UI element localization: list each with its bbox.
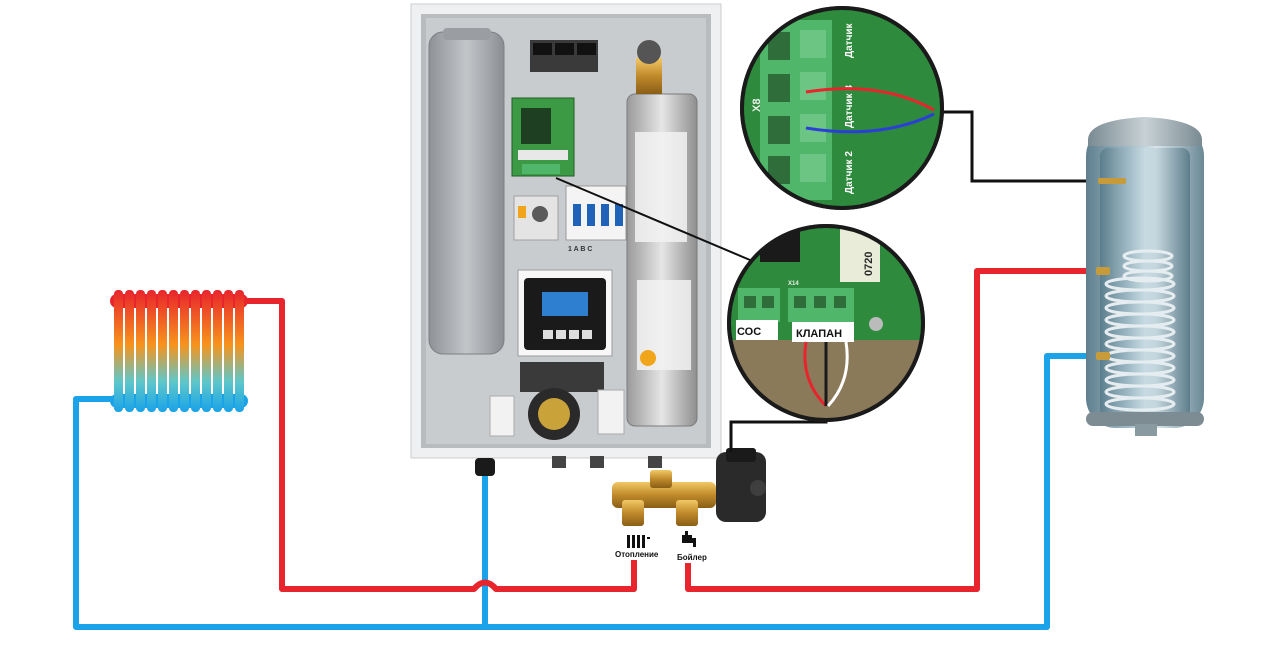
heating-outlet-label: Отопление xyxy=(615,550,659,559)
radiator-icon xyxy=(627,535,650,548)
upper-heat-coil xyxy=(1122,249,1174,283)
boiler-outlet-fitting xyxy=(475,458,495,476)
circulation-pump xyxy=(489,362,625,440)
boiler-outlet-label-group: Бойлер xyxy=(677,531,707,562)
valve-tag-label: КЛАПАН xyxy=(796,328,842,340)
sensor-2-label: Датчик 2 xyxy=(844,151,855,194)
hot-supply-pipe-boiler xyxy=(685,268,1097,592)
control-board xyxy=(511,97,575,177)
lower-heat-coil xyxy=(1104,276,1176,412)
relay-block xyxy=(530,40,598,72)
valve-actuator xyxy=(716,448,766,522)
pump-tag-label: СОС xyxy=(737,326,761,338)
boiler-outlet-label: Бойлер xyxy=(677,553,707,562)
board-code-label: 0720 xyxy=(863,252,875,276)
valve-terminal-zoom: 0720 X14 СОС КЛАПАН xyxy=(727,224,925,422)
heating-element xyxy=(626,40,698,427)
hot-supply-pipe-heating xyxy=(246,298,637,592)
storage-water-heater xyxy=(1086,117,1204,436)
breaker-labels: 1 A B C xyxy=(568,246,592,253)
sensor-terminal-zoom: X8 Датчик Датчик 3 Датчик 2 xyxy=(740,6,944,210)
three-way-valve xyxy=(612,448,766,526)
connector-x8-label: X8 xyxy=(751,99,763,112)
expansion-tank xyxy=(428,28,505,355)
control-panel xyxy=(517,269,613,357)
sensor-1-label: Датчик xyxy=(844,22,855,58)
sensor-3-label: Датчик 3 xyxy=(844,85,855,128)
radiator xyxy=(110,290,248,412)
tap-icon xyxy=(682,531,696,547)
connector-x14-label: X14 xyxy=(788,281,799,287)
cold-return-pipe xyxy=(73,353,1097,630)
sensor-sleeve xyxy=(1098,178,1126,184)
electric-boiler: 1 A B C xyxy=(410,3,722,476)
thermostat-knob xyxy=(513,195,559,241)
heating-outlet-label-group: Отопление xyxy=(615,535,659,559)
